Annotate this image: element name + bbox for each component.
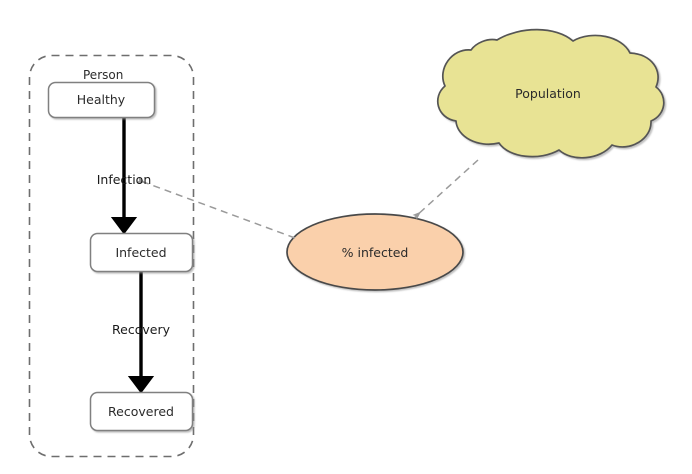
infected-node-shape[interactable] bbox=[89, 232, 194, 273]
population-to-percent-infected-dashed-arrow[interactable] bbox=[412, 159, 479, 220]
percent-infected-ellipse-shape[interactable] bbox=[286, 213, 464, 291]
percent-infected-to-infection-dashed-arrow[interactable] bbox=[136, 176, 296, 239]
population-cloud-shape[interactable] bbox=[436, 28, 665, 159]
infection-edge-label: Infection bbox=[96, 172, 152, 187]
recovered-node-shape[interactable] bbox=[89, 391, 194, 432]
person-container-shape[interactable] bbox=[28, 54, 195, 458]
recovery-edge-label: Recovery bbox=[112, 322, 170, 337]
person-container-label: Person bbox=[83, 68, 124, 82]
healthy-node-shape[interactable] bbox=[47, 81, 156, 119]
